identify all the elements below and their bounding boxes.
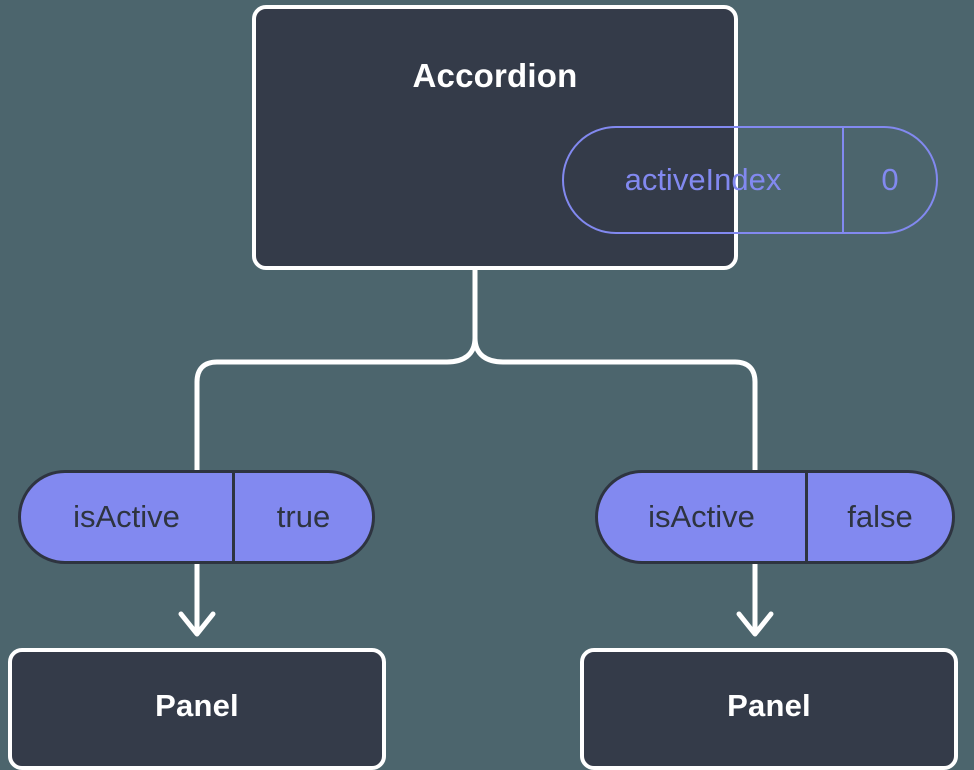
node-panel-left-title: Panel [155, 687, 239, 723]
state-badge-active-index[interactable]: activeIndex 0 [562, 126, 938, 234]
state-badge-key: activeIndex [564, 128, 844, 232]
arrow-head-right-icon [736, 611, 774, 637]
node-panel-right[interactable]: Panel [580, 648, 958, 770]
state-badge-value: 0 [881, 162, 899, 197]
prop-pill-key: isActive [598, 473, 808, 561]
edge-fork-connector-left [194, 335, 478, 473]
node-accordion[interactable]: Accordion activeIndex 0 [252, 5, 938, 270]
prop-pill-value: true [276, 499, 331, 534]
edge-fork-connector [472, 267, 758, 473]
prop-pill-is-active-false[interactable]: isActive false [595, 470, 955, 564]
prop-pill-is-active-true[interactable]: isActive true [18, 470, 375, 564]
arrow-head-left-icon [178, 611, 216, 637]
prop-pill-key: isActive [21, 473, 235, 561]
node-panel-right-title: Panel [727, 687, 811, 723]
node-panel-left[interactable]: Panel [8, 648, 386, 770]
prop-pill-value: false [847, 499, 913, 534]
node-accordion-title: Accordion [412, 57, 578, 94]
